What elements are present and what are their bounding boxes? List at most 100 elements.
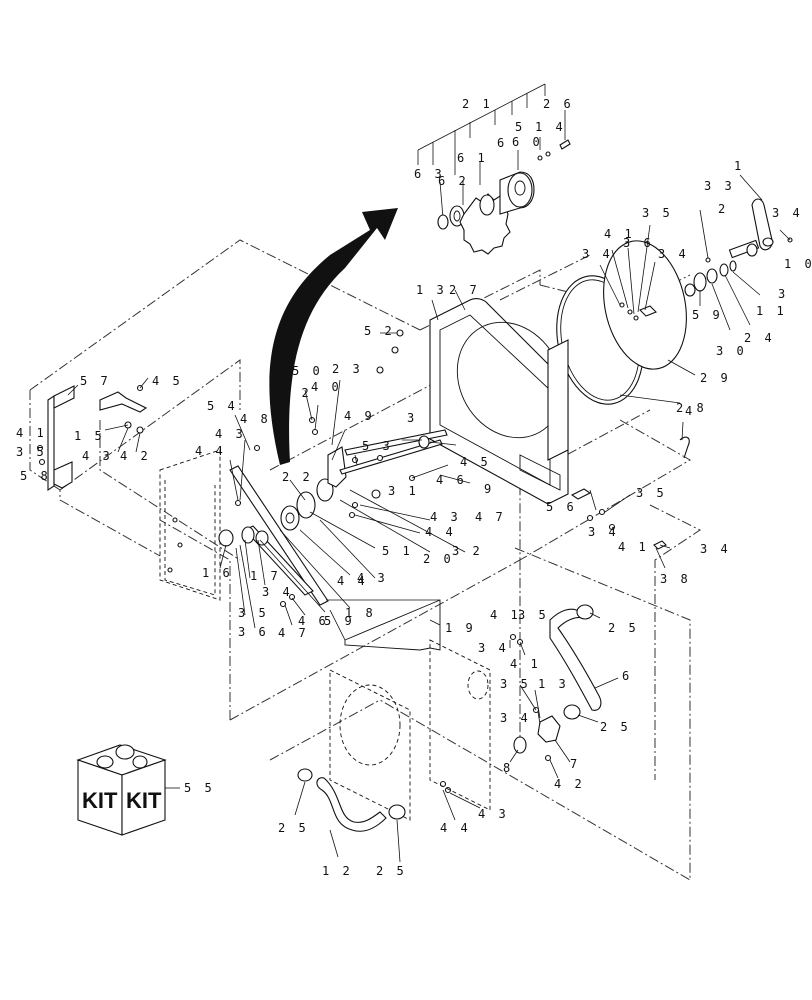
kit-label-left: KIT	[82, 788, 118, 813]
callout-label: 4 4	[337, 574, 368, 588]
callout-label: 1 6	[202, 566, 233, 580]
callout-label: 5 7	[80, 374, 111, 388]
callout-label: 3 8	[660, 572, 691, 586]
callout-label: 2 5	[600, 720, 631, 734]
callout-label: 4 3	[82, 449, 113, 463]
callout-label: 6 3	[414, 167, 445, 181]
callout-label: 4	[685, 404, 695, 418]
callout-label: 5 0	[292, 364, 323, 378]
callout-label: 4 4	[440, 821, 471, 835]
callout-label: 3 6	[238, 625, 269, 639]
callout-label: 1 2	[322, 864, 353, 878]
callout-label: 2 8	[676, 401, 707, 415]
callout-label: 3 4	[582, 247, 613, 261]
mounting-plate-left	[159, 449, 221, 601]
callout-label: 8	[503, 761, 513, 775]
callout-label: 4 2	[120, 449, 151, 463]
callout-label: 3 4	[658, 247, 689, 261]
callout-label: 5 3	[362, 439, 393, 453]
callout-label: 5 6	[546, 500, 577, 514]
callout-label: 3 2	[281, 386, 312, 400]
callout-label: 4 9	[344, 409, 375, 423]
callout-label: 3 0	[716, 344, 747, 358]
callout-label: 4 4	[195, 444, 226, 458]
callout-label: 3 4	[478, 641, 509, 655]
callout-label: 1 7	[250, 569, 281, 583]
callout-label: 2 5	[278, 821, 309, 835]
callout-label: 5 5	[184, 781, 215, 795]
callout-label: 3 5	[518, 608, 549, 622]
callout-label: 5 9	[692, 308, 723, 322]
callout-label: 6	[497, 136, 507, 150]
kit-box: KIT KIT	[76, 744, 180, 836]
callout-label: 4 1	[618, 540, 649, 554]
hose-group	[297, 604, 602, 832]
callout-label: 4 3	[430, 510, 461, 524]
callout-label: 2 0	[423, 552, 454, 566]
callout-label: 1 1	[756, 304, 787, 318]
callout-label: 4 2	[554, 777, 585, 791]
belt-and-idler-group	[218, 429, 448, 651]
callout-label: 4 5	[460, 455, 491, 469]
callout-label: 2 3	[332, 362, 363, 376]
callout-label: 5 4	[207, 399, 238, 413]
callout-label: 2 4	[744, 331, 775, 345]
callout-label: 4 6	[298, 614, 329, 628]
callout-label: 4 7	[475, 510, 506, 524]
callout-label: 4 7	[278, 626, 309, 640]
leader-lines	[219, 332, 684, 863]
callout-label: 9	[484, 482, 494, 496]
callout-label: 4 1	[16, 426, 47, 440]
sprocket-detail-group	[417, 83, 571, 255]
callout-label: 3	[778, 287, 788, 301]
callout-label: 4 3	[215, 427, 246, 441]
callout-label: 4 3	[357, 571, 388, 585]
callout-label: 7	[570, 757, 580, 771]
callout-label: 1 4	[535, 120, 566, 134]
callout-label: 4 1	[490, 608, 521, 622]
callout-label: 3 6	[623, 236, 654, 250]
callout-label: 5 1	[382, 544, 413, 558]
callout-label: 4 1	[604, 227, 635, 241]
callout-label: 3 3	[704, 179, 735, 193]
callout-label: 3 4	[772, 206, 803, 220]
callout-label: 3 2	[452, 544, 483, 558]
callout-label: 5 8	[20, 469, 51, 483]
callout-label: 4 1	[510, 657, 541, 671]
callout-label: 5 2	[364, 324, 395, 338]
callout-label: 1 8	[345, 606, 376, 620]
callout-label: 6	[622, 669, 632, 683]
callout-label: 2 6	[543, 97, 574, 111]
callout-label: 2	[718, 202, 728, 216]
callout-label: 4 4	[425, 525, 456, 539]
callout-label: 1 5	[74, 429, 105, 443]
callout-label: 4 5	[152, 374, 183, 388]
kit-label-right: KIT	[126, 788, 162, 813]
callout-label: 3 4	[262, 585, 293, 599]
callout-label: 3 5	[238, 606, 269, 620]
callout-label: 4 0	[311, 380, 342, 394]
callout-label: 1 0	[784, 257, 812, 271]
callout-label: 4 6	[436, 473, 467, 487]
callout-label: 6 0	[512, 135, 543, 149]
tensioner-parts-group	[684, 174, 793, 331]
callout-label: 3 4	[500, 711, 531, 725]
fan-shroud	[429, 289, 592, 505]
callout-label: 1 3	[538, 677, 569, 691]
left-bracket-group	[36, 377, 149, 492]
callout-label: 3 5	[636, 486, 667, 500]
callout-label: 2 2	[282, 470, 313, 484]
callout-label: 2 9	[700, 371, 731, 385]
callout-label: 3 5	[16, 445, 47, 459]
callout-label: 6 2	[438, 174, 469, 188]
callout-label: 1 9	[445, 621, 476, 635]
fan-ring-group	[556, 224, 696, 405]
callout-label: 3 4	[588, 525, 619, 539]
callout-label: 2 7	[449, 283, 480, 297]
callout-labels: 2 1 2 6 6 5 1 4 6 0 6 1 6 3 6 2 1 3 3 3 …	[16, 97, 812, 878]
callout-label: 3 4	[700, 542, 731, 556]
callout-label: 5 9	[324, 614, 355, 628]
callout-label: 3	[407, 411, 417, 425]
